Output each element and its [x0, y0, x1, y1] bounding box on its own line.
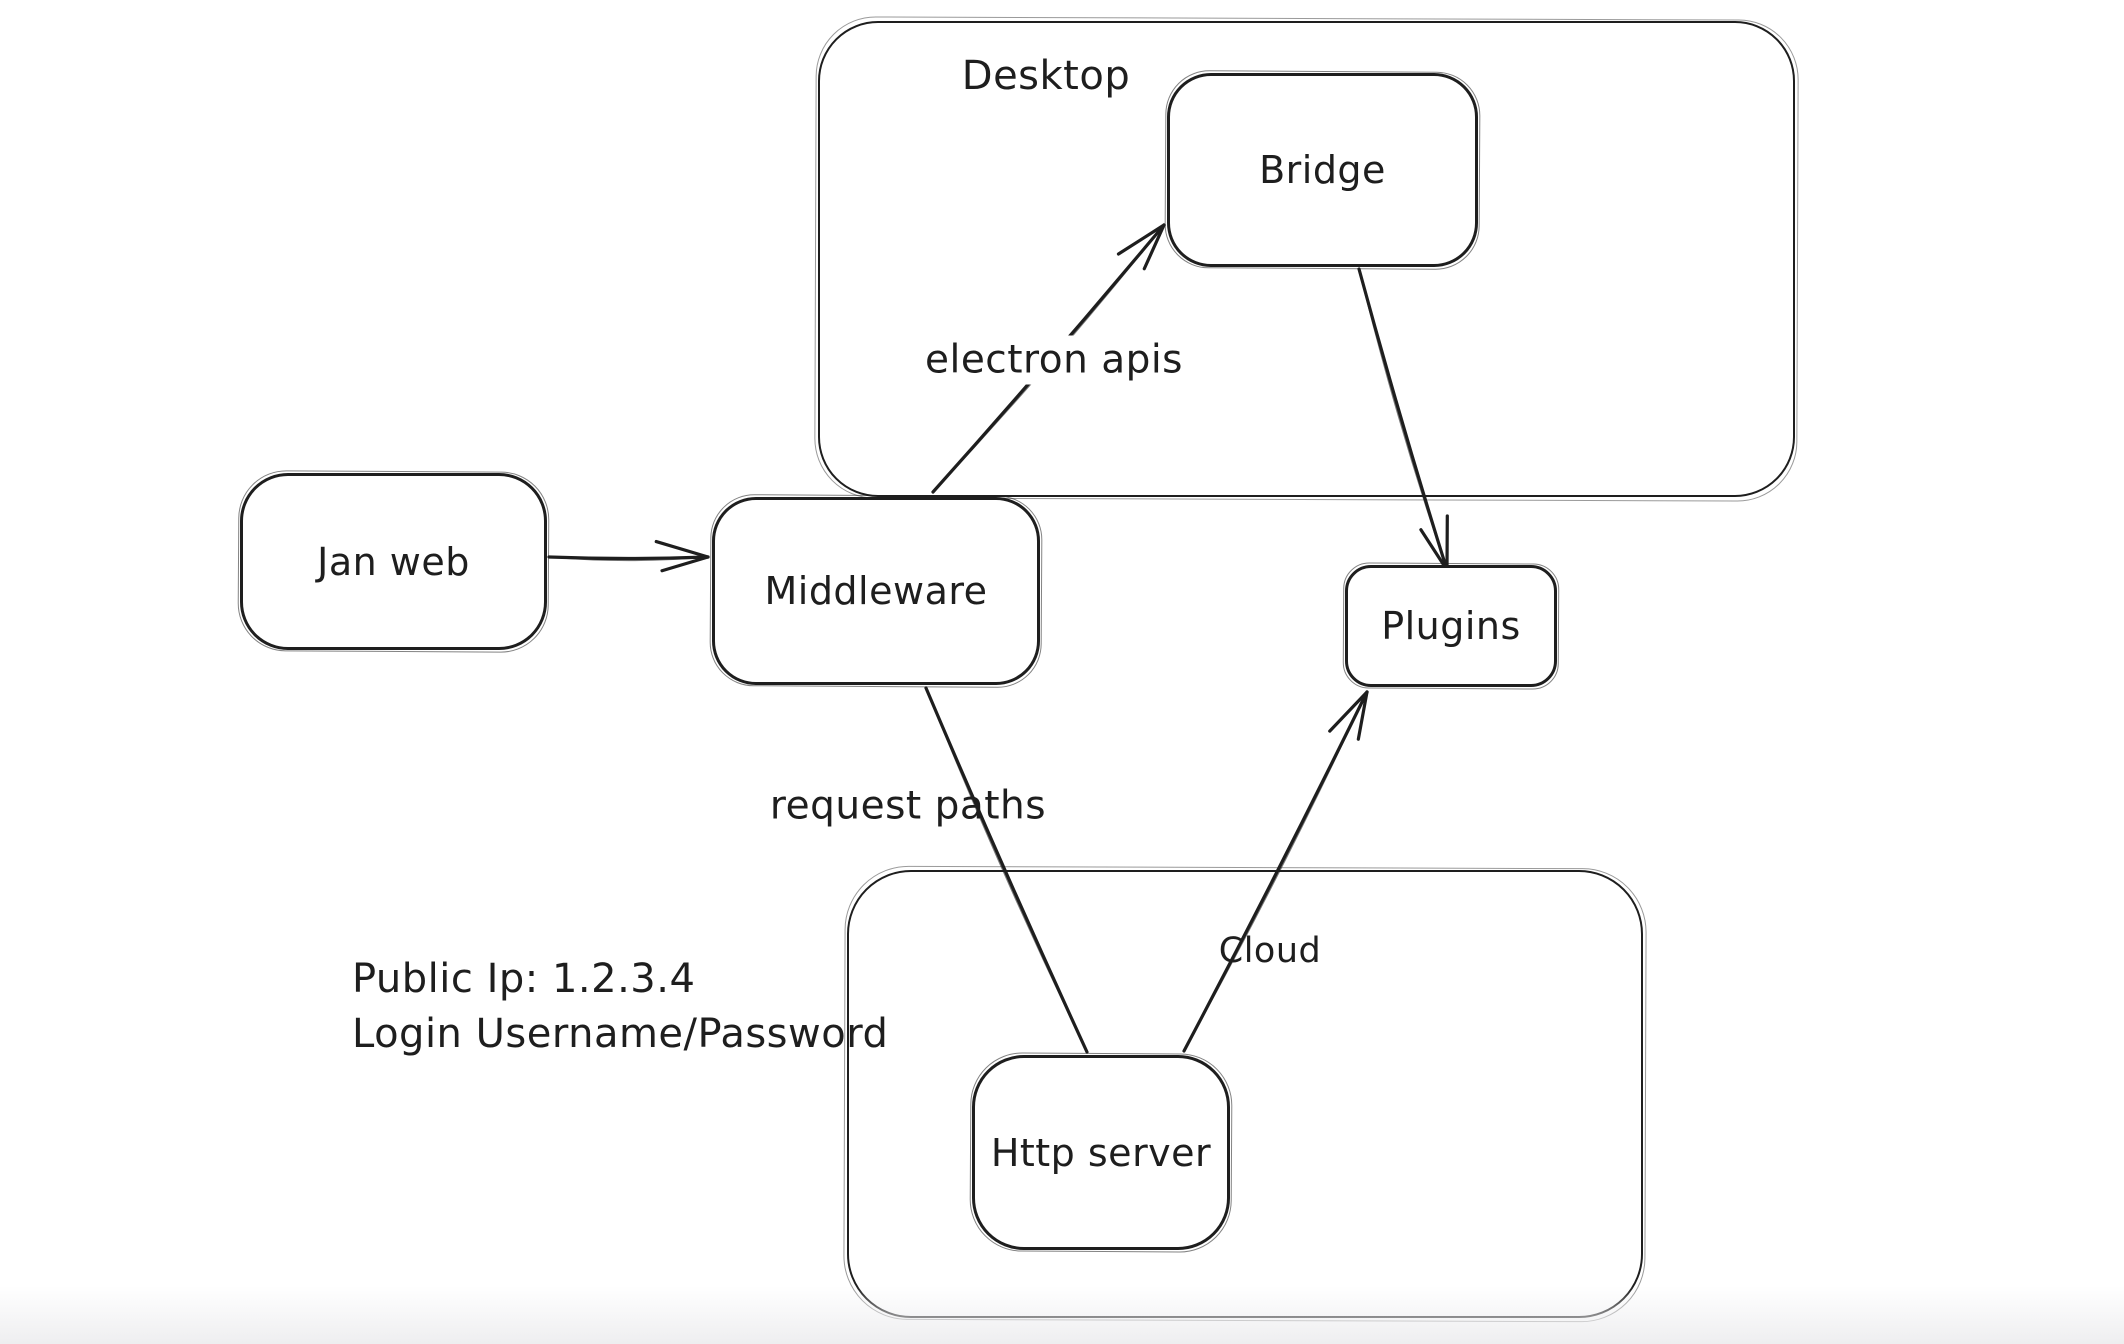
annotation-login-credentials: Login Username/Password	[352, 1011, 889, 1057]
edge-jan-web-to-middleware	[547, 539, 710, 573]
arrowhead-jan-web-to-middleware	[654, 539, 710, 559]
container-desktop	[818, 21, 1795, 497]
node-label-middleware: Middleware	[764, 569, 988, 613]
node-middleware: Middleware	[712, 497, 1040, 685]
arrowhead-http-server-to-plugins	[1356, 690, 1369, 741]
arrowhead-jan-web-to-middleware	[660, 555, 710, 573]
edge-middleware-to-http-server	[924, 686, 1089, 1054]
node-http-server: Http server	[972, 1055, 1230, 1250]
container-label-cloud: Cloud	[1218, 931, 1322, 971]
edge-bridge-to-plugins	[1357, 267, 1449, 572]
annotation-public-ip: Public Ip: 1.2.3.4	[352, 956, 696, 1002]
edge-label-request-paths: request paths	[769, 783, 1047, 829]
node-bridge: Bridge	[1167, 73, 1478, 267]
node-label-http-server: Http server	[990, 1130, 1212, 1175]
node-label-jan-web: Jan web	[317, 539, 470, 584]
arrowhead-bridge-to-plugins	[1419, 528, 1449, 572]
node-jan-web: Jan web	[240, 473, 547, 650]
arrowhead-middleware-to-bridge	[1142, 223, 1166, 271]
edge-label-electron-apis: electron apis	[912, 335, 1196, 385]
edge-http-server-to-plugins	[1182, 690, 1369, 1053]
node-plugins: Plugins	[1345, 565, 1557, 687]
node-label-bridge: Bridge	[1259, 148, 1386, 192]
arrowhead-http-server-to-plugins	[1328, 690, 1369, 733]
container-label-desktop: Desktop	[961, 53, 1131, 99]
node-label-plugins: Plugins	[1381, 604, 1521, 648]
arrowhead-middleware-to-bridge	[1116, 223, 1166, 256]
